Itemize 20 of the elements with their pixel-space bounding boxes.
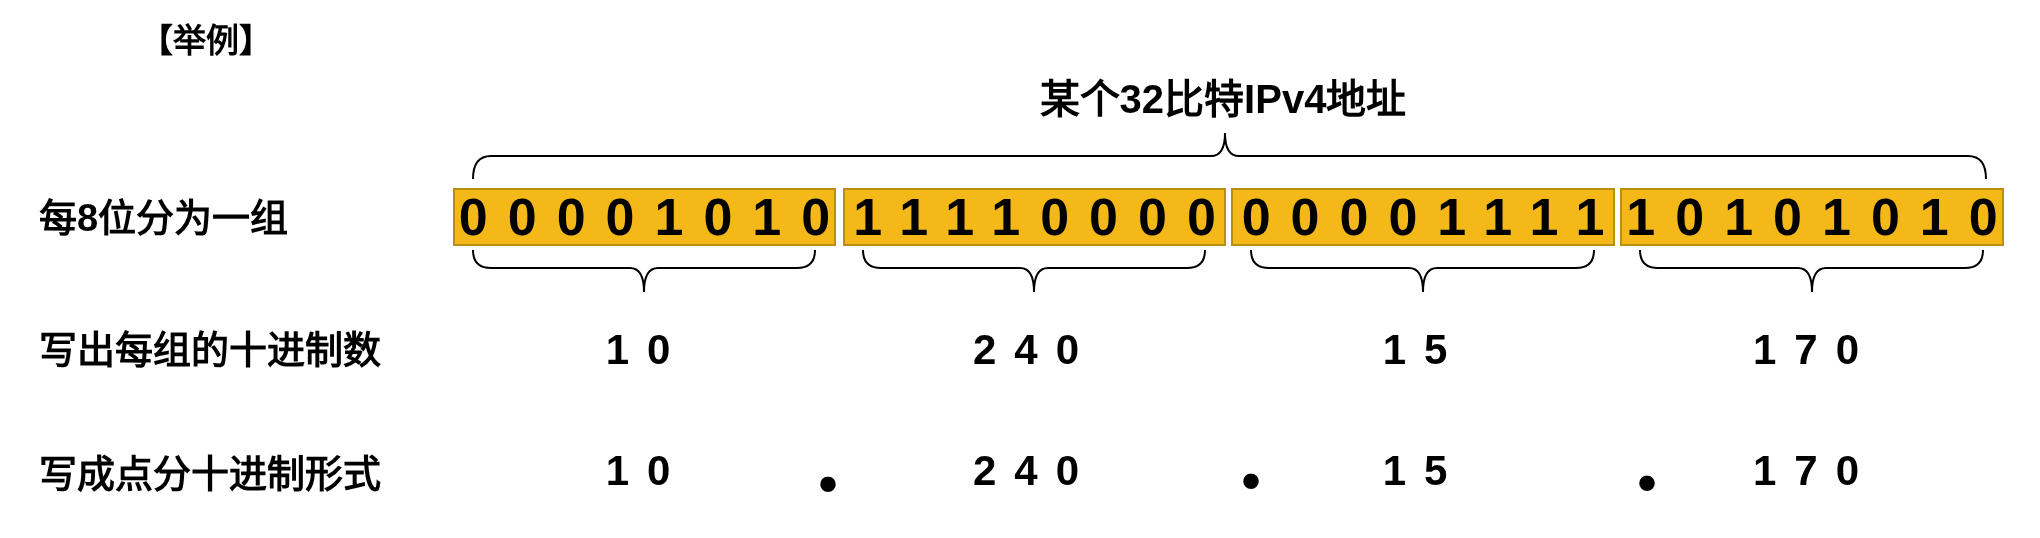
byte-box: 00001111 [1231, 188, 1615, 246]
decimal-value: 240 [971, 450, 1098, 492]
heading: 【举例】 [140, 23, 272, 57]
row-label: 写出每组的十进制数 [39, 331, 381, 369]
row-label: 写成点分十进制形式 [39, 455, 381, 493]
decimal-value: 10 [604, 329, 689, 371]
dot-separator: . [1239, 473, 1263, 491]
brace-label: 某个32比特IPv4地址 [1039, 79, 1407, 119]
decimal-value: 170 [1751, 329, 1878, 371]
decimal-value: 15 [1381, 329, 1466, 371]
decimal-value: 240 [971, 329, 1098, 371]
decimal-value: 15 [1381, 450, 1466, 492]
byte-box: 11110000 [843, 188, 1226, 246]
decimal-value: 170 [1751, 450, 1878, 492]
dot-separator: . [816, 476, 840, 494]
dot-separator: . [1635, 475, 1659, 493]
byte-box: 10101010 [1620, 188, 2004, 246]
decimal-value: 10 [604, 450, 689, 492]
byte-box: 00001010 [453, 188, 836, 246]
row-label: 每8位分为一组 [39, 199, 289, 237]
